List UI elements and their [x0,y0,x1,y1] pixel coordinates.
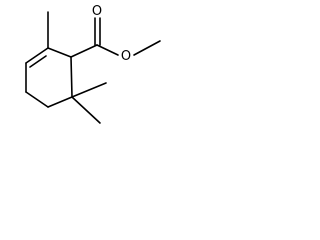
bond-c1-c2 [47,47,72,58]
bond-c6-methyl-b [71,96,101,124]
bond-ester-oxygen-to-methyl [133,40,161,56]
bond-c5-c6 [47,96,73,108]
ester-oxygen-label: O [121,49,131,64]
bond-c2-c3-double [29,55,47,68]
bond-c4-c5 [25,91,49,108]
bond-c1-carbonyl-carbon [70,44,98,58]
bond-c2-c3 [25,47,49,64]
molecule-structure: O O [25,4,161,124]
bond-c6-c1 [70,56,73,98]
bond-carbonyl-to-ester-oxygen [96,44,119,56]
bond-c6-methyl-a [71,82,107,98]
carbonyl-oxygen-label: O [92,4,102,19]
